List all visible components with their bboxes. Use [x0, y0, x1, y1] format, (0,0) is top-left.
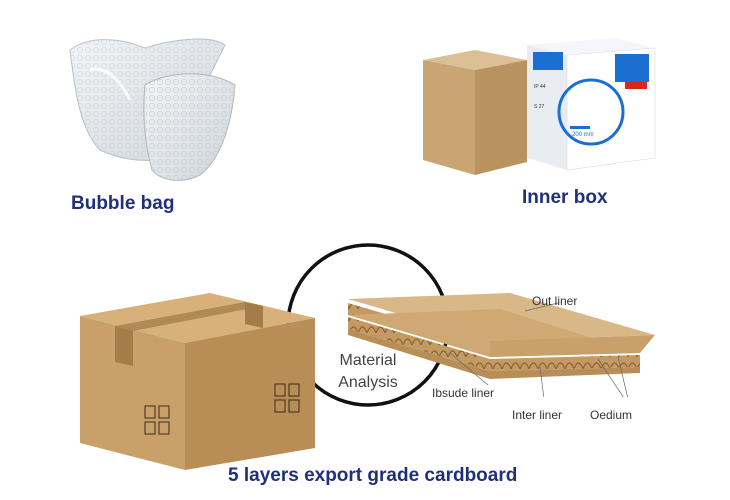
label-inter-liner: Inter liner — [512, 408, 563, 422]
corrugated-layers-image — [348, 293, 655, 397]
label-ibsude-liner: Ibsude liner — [432, 386, 495, 400]
label-oedium: Oedium — [590, 408, 633, 422]
shipping-carton-image — [80, 293, 315, 470]
inner-box-image — [423, 38, 656, 175]
material-analysis-line1: Material — [339, 352, 397, 369]
label-out-liner: Out liner — [532, 294, 578, 308]
bubble-bag-image — [69, 38, 236, 181]
material-analysis-label: Material Analysis — [318, 350, 418, 394]
cardboard-caption: 5 layers export grade cardboard — [228, 465, 518, 486]
handling-symbols-front — [144, 405, 170, 435]
material-analysis-line2: Analysis — [338, 374, 398, 391]
inner-box-caption: Inner box — [522, 187, 608, 208]
inner-box-batch: S 27 — [534, 104, 545, 110]
inner-box-size: 200 mm — [572, 132, 594, 138]
bubble-bag-caption: Bubble bag — [71, 193, 175, 214]
handling-symbols-side — [274, 383, 300, 413]
inner-box-code: IP 44 — [534, 84, 546, 90]
